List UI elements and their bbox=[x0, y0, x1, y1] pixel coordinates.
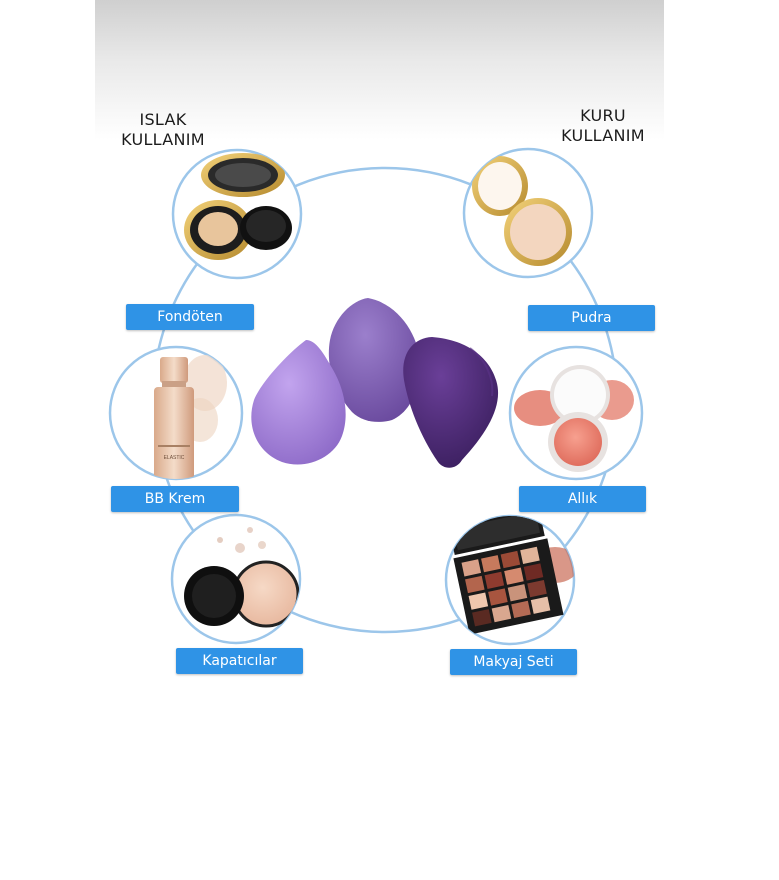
label-bb-krem: BB Krem bbox=[111, 486, 239, 512]
bottle-brand-text: ELASTIC bbox=[164, 455, 185, 461]
dry-use-heading: KURU KULLANIM bbox=[561, 106, 645, 145]
blush-product-circle bbox=[508, 345, 644, 481]
label-allik: Allık bbox=[519, 486, 646, 512]
sponge-mid bbox=[328, 298, 420, 422]
makeup-set-product-circle bbox=[444, 514, 576, 646]
powder-product-circle bbox=[462, 147, 594, 279]
wet-use-heading: ISLAK KULLANIM bbox=[121, 110, 205, 149]
bb-cream-product-circle: ELASTIC bbox=[108, 345, 244, 481]
makeup-sponges bbox=[251, 298, 499, 468]
label-kapaticilar: Kapatıcılar bbox=[176, 648, 303, 674]
label-pudra: Pudra bbox=[528, 305, 655, 331]
foundation-product-circle bbox=[171, 148, 303, 280]
concealer-product-circle bbox=[170, 513, 302, 645]
label-fondoten: Fondöten bbox=[126, 304, 254, 330]
label-makyaj-seti: Makyaj Seti bbox=[450, 649, 577, 675]
sponge-light bbox=[251, 340, 346, 465]
sponge-dark bbox=[403, 337, 499, 468]
